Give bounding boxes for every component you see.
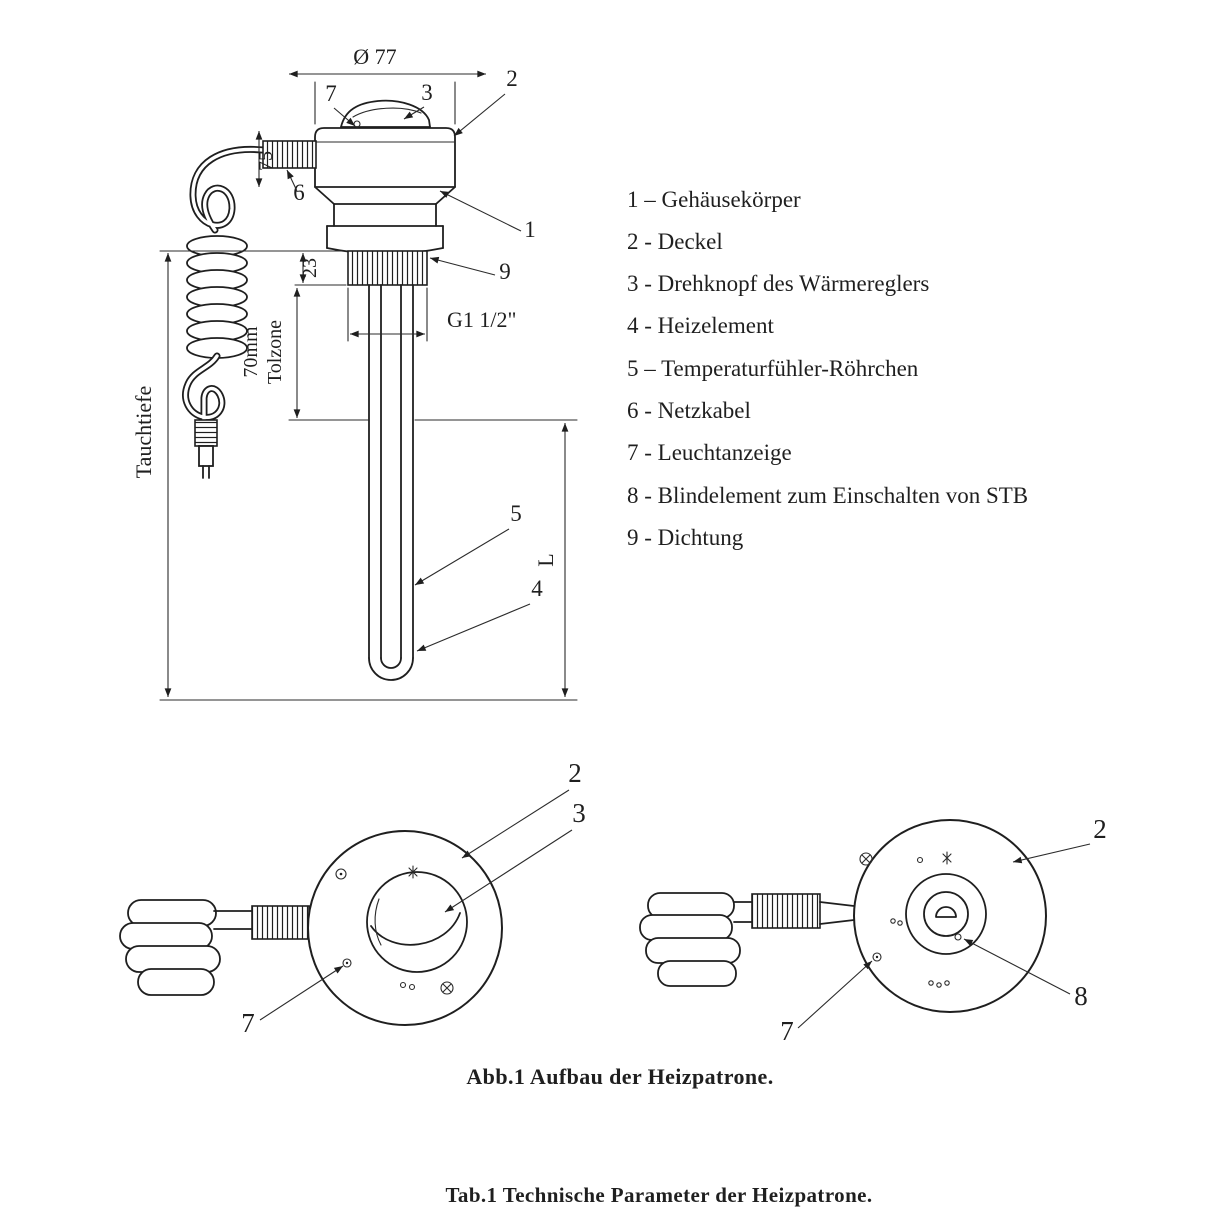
callout-blind-label: 8 xyxy=(1074,981,1088,1011)
top-view-with-knob: 2 3 7 xyxy=(119,758,586,1038)
plug-strain-relief xyxy=(194,419,218,447)
pipe-thread xyxy=(347,250,428,286)
legend-item-7: 7 - Leuchtanzeige xyxy=(627,440,792,465)
knob-circle xyxy=(366,871,468,973)
main-callouts: 7 3 2 1 9 6 5 4 xyxy=(286,66,543,652)
callout-cable-label: 6 xyxy=(293,180,305,205)
blind-element-key xyxy=(935,906,957,918)
cable-gland-left-view xyxy=(251,905,310,940)
legend-item-2: 2 - Deckel xyxy=(627,229,723,254)
screw-icon xyxy=(859,852,873,866)
callout-lamp-label: 7 xyxy=(325,81,337,106)
cable-bundle-right xyxy=(639,892,741,987)
dim-tolerance-zone-label: Tolzone xyxy=(264,320,286,384)
vent-hole xyxy=(944,980,950,986)
right-view-callouts: 2 8 7 xyxy=(780,814,1107,1046)
callout-knob-label: 3 xyxy=(572,798,586,828)
callout-lamp-label: 7 xyxy=(241,1008,255,1038)
stb-pin xyxy=(954,933,962,941)
adjust-mark-icon xyxy=(942,851,952,865)
legend-item-3: 3 - Drehknopf des Wärmereglers xyxy=(627,271,929,296)
legend-item-4: 4 - Heizelement xyxy=(627,313,774,338)
vent-hole xyxy=(399,981,407,989)
left-view-callouts: 2 3 7 xyxy=(241,758,586,1038)
adjust-mark-icon xyxy=(408,865,418,879)
vent-hole xyxy=(928,980,934,986)
captions: Abb.1 Aufbau der Heizpatrone. Tab.1 Tech… xyxy=(445,1064,872,1207)
led-indicator xyxy=(872,952,882,962)
callout-element-label: 4 xyxy=(531,576,543,601)
callout-housing-label: 1 xyxy=(524,217,536,242)
dim-immersion-depth-label: Tauchtiefe xyxy=(131,386,156,479)
dim-tolerance-zone: 70mm Tolzone xyxy=(240,288,369,421)
cable-gland-right-view xyxy=(751,893,821,929)
legend-item-8: 8 - Blindelement zum Einschalten von STB xyxy=(627,483,1028,508)
heating-element-tube xyxy=(368,284,414,681)
dim-cap-height-label: 75 xyxy=(255,151,277,171)
dim-diameter-label: Ø 77 xyxy=(353,44,396,69)
dim-element-length: L xyxy=(414,419,578,697)
dim-thread-height: 23 xyxy=(294,253,347,286)
dim-cap-height: 75 xyxy=(255,131,277,187)
dim-thread-size: G1 1/2" xyxy=(347,287,516,342)
vent-hole xyxy=(936,982,942,988)
knob-grip-slot xyxy=(370,912,461,946)
vent-hole xyxy=(890,918,896,924)
dim-element-length-label: L xyxy=(533,553,558,566)
cover-outline xyxy=(314,127,456,188)
figure-caption: Abb.1 Aufbau der Heizpatrone. xyxy=(466,1064,773,1089)
dim-tolerance-mm-label: 70mm xyxy=(240,326,262,378)
legend-item-6: 6 - Netzkabel xyxy=(627,398,751,423)
callout-cover-label: 2 xyxy=(568,758,582,788)
dim-diameter: Ø 77 xyxy=(289,44,486,125)
legend-item-9: 9 - Dichtung xyxy=(627,525,744,550)
cable-bundle-left xyxy=(119,899,221,996)
cable-gland xyxy=(262,140,317,169)
vent-hole xyxy=(897,920,903,926)
vent-hole xyxy=(408,983,416,991)
callout-lamp-label: 7 xyxy=(780,1016,794,1046)
dim-immersion-depth: Tauchtiefe xyxy=(131,250,578,701)
main-side-view: Ø 77 xyxy=(131,44,578,701)
power-plug xyxy=(198,445,214,467)
callout-cover-label: 2 xyxy=(506,66,518,91)
legend: 1 – Gehäusekörper 2 - Deckel 3 - Drehkno… xyxy=(627,187,1028,550)
dim-thread-height-label: 23 xyxy=(299,258,321,278)
screw-icon xyxy=(335,868,347,880)
top-view-with-blind-element: 2 8 7 xyxy=(639,814,1107,1046)
table-caption: Tab.1 Technische Parameter der Heizpatro… xyxy=(445,1183,872,1207)
callout-sensor-label: 5 xyxy=(510,501,522,526)
dim-thread-size-label: G1 1/2" xyxy=(447,307,516,332)
vent-hole xyxy=(916,856,924,864)
screw-icon xyxy=(440,981,454,995)
housing-cap xyxy=(314,99,456,286)
callout-cover-label: 2 xyxy=(1093,814,1107,844)
callout-knob-label: 3 xyxy=(421,80,433,105)
led-indicator xyxy=(342,958,352,968)
thermostat-knob xyxy=(340,99,431,128)
legend-item-1: 1 – Gehäusekörper xyxy=(627,187,801,212)
legend-item-5: 5 – Temperaturfühler-Röhrchen xyxy=(627,356,919,381)
blind-element-inner xyxy=(923,891,969,937)
callout-seal-label: 9 xyxy=(499,259,511,284)
